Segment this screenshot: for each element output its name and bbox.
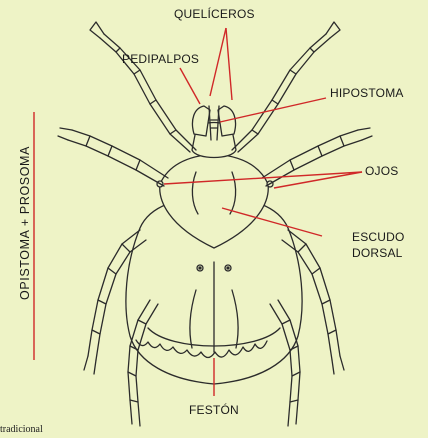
leader-pedipalpos <box>180 68 200 104</box>
dorsal-groove-right <box>232 290 238 348</box>
label-escudo-dorsal-line2: DORSAL <box>352 246 403 261</box>
leader-queliceros-left <box>210 28 226 96</box>
leg-1-right <box>232 22 340 152</box>
leg-3-right <box>282 230 344 374</box>
label-queliceros: QUELÍCEROS <box>174 7 255 22</box>
label-escudo-dorsal-line1: ESCUDO <box>352 230 405 245</box>
label-ojos: OJOS <box>365 164 398 179</box>
leg-4-left <box>128 300 158 426</box>
label-hipostoma: HIPOSTOMA <box>330 86 404 101</box>
label-feston: FESTÓN <box>189 403 239 418</box>
leg-4-right <box>270 300 300 426</box>
leg-2-left <box>58 128 168 186</box>
scutum <box>160 154 268 248</box>
leg-1-left <box>90 22 196 152</box>
corner-caption-fragment: tradicional <box>0 424 43 435</box>
dorsal-groove-left <box>190 290 196 348</box>
leader-hipostoma <box>220 98 326 122</box>
leg-3-left <box>84 230 146 374</box>
tick-body-illustration <box>58 22 372 426</box>
label-pedipalpos: PEDIPALPOS <box>122 52 199 67</box>
label-opistoma-prosoma: OPISTOMA + PROSOMA <box>18 146 33 300</box>
leader-queliceros-right <box>226 28 232 100</box>
